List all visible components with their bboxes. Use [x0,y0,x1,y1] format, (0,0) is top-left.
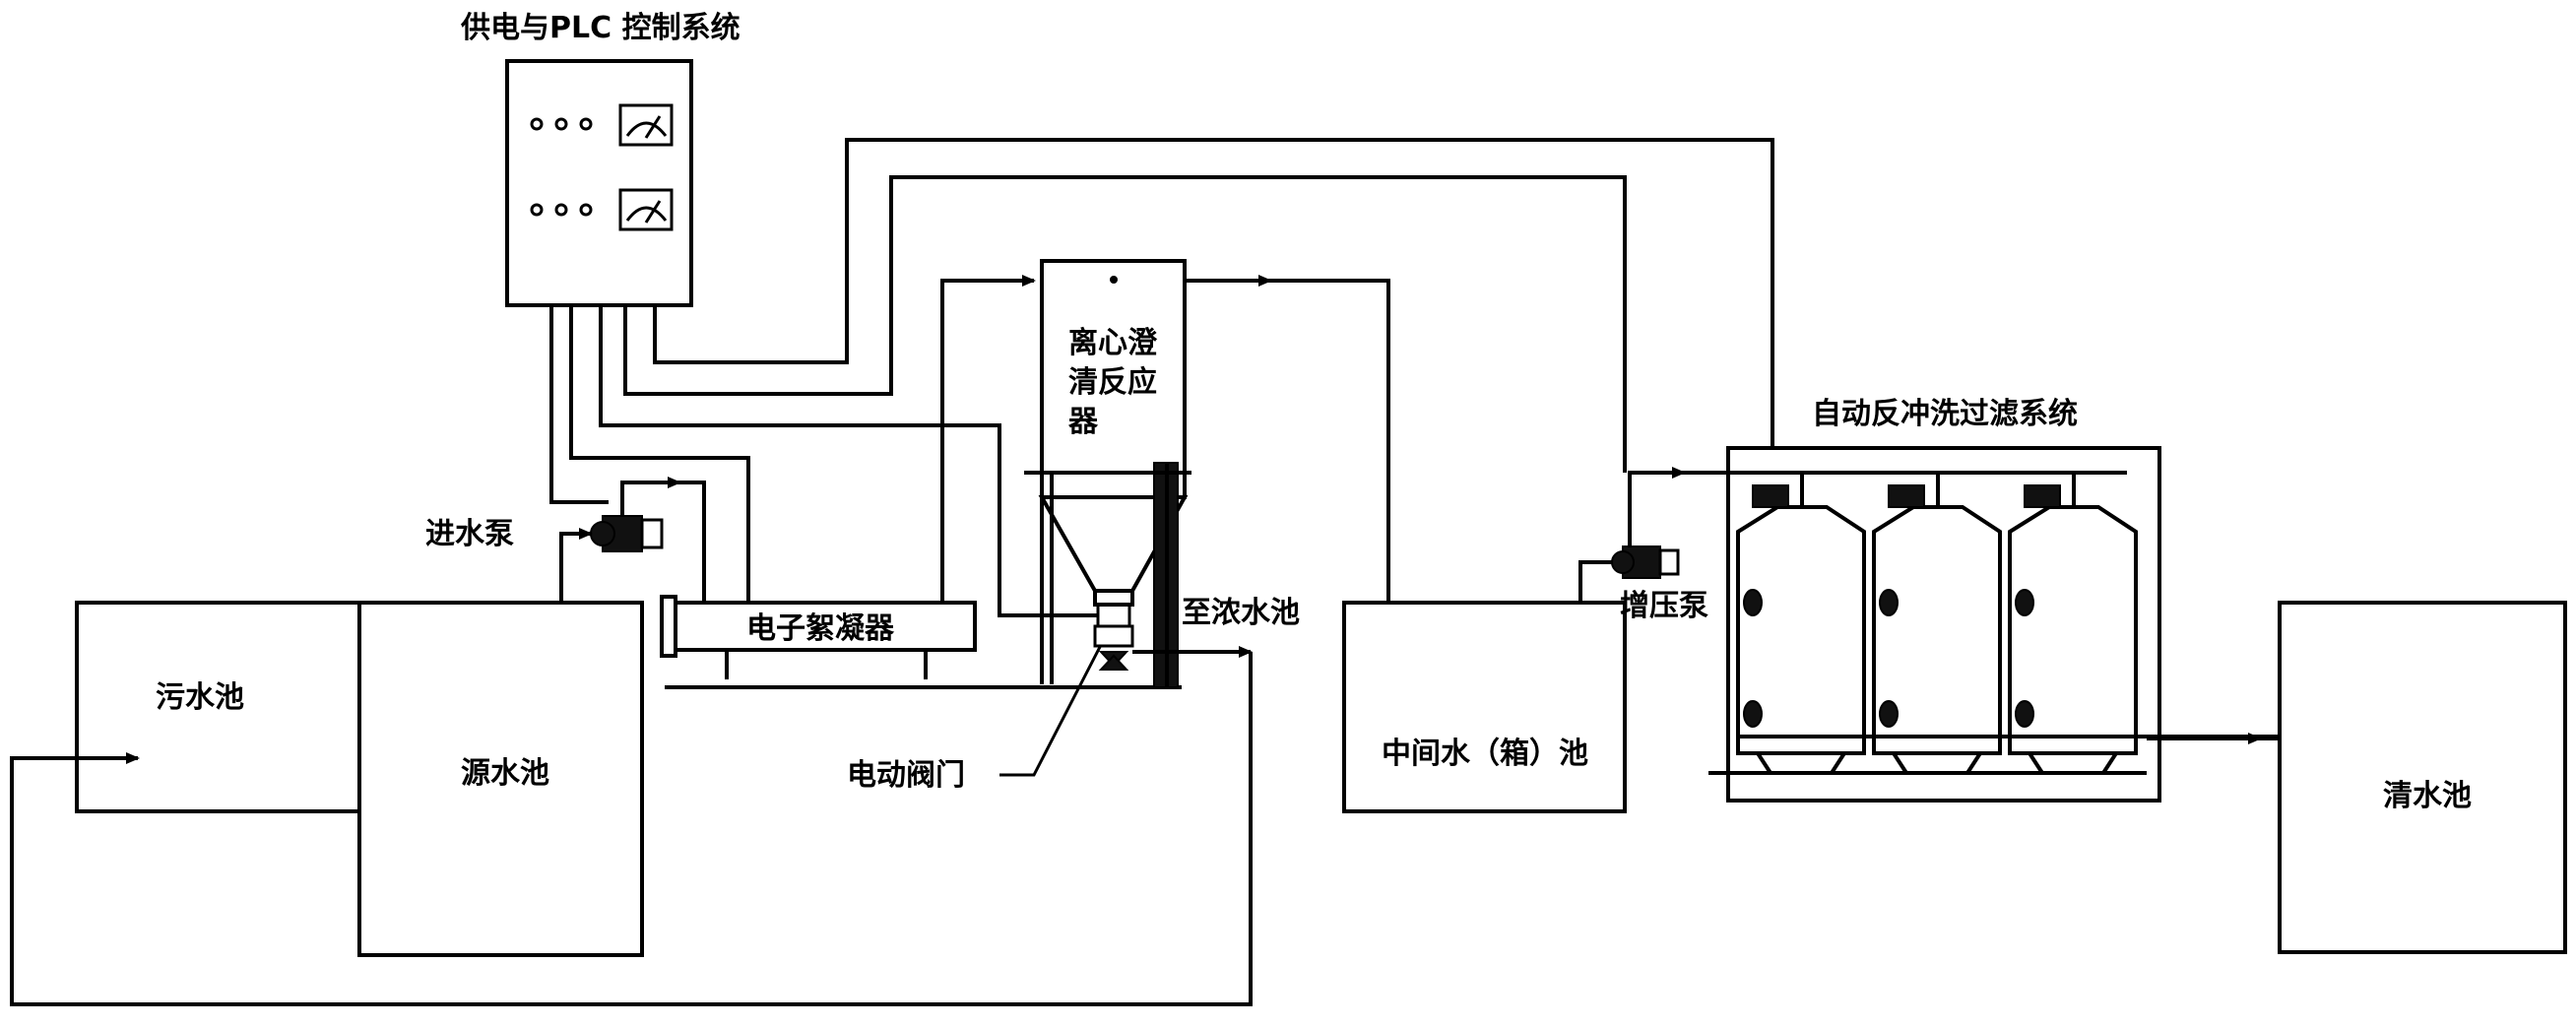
clean-water-pool-label: 清水池 [2383,779,2472,813]
reactor-label-line-3: 器 [1067,405,1099,439]
electric-valve [1093,603,1134,671]
booster-pump [1611,546,1680,579]
inlet-pump [590,515,664,552]
electric-valve-label: 电动阀门 [847,758,965,793]
electro-flocculator-label: 电子絮凝器 [746,611,895,646]
centrifugal-reactor: 离心澄 清反应 器 [1024,259,1191,688]
source-pool: 源水池 [357,601,644,957]
reactor-label-line-1: 离心澄 [1068,326,1158,360]
filter-tank-1 [1736,473,1866,775]
return-pipe [10,652,1253,1006]
indicator-lights-row-1 [530,117,593,131]
control-cables [549,138,1774,617]
sewage-pool-label: 污水池 [156,680,244,715]
source-pool-label: 源水池 [461,756,549,791]
meter-gauge-icon [618,188,674,231]
booster-to-filter-pipe [1628,467,1686,546]
to-sludge-pool-label: 至浓水池 [1182,596,1300,630]
flocculator-to-reactor-pipe [940,275,1036,603]
meter-gauge-icon [618,103,674,147]
intermediate-to-booster-pipe [1578,560,1613,603]
control-cabinet [505,59,693,307]
intermediate-pool-label: 中间水（箱）池 [1382,737,1588,771]
valve-label-leader [999,644,1103,777]
inlet-pipe-up [559,528,593,603]
reactor-label-line-2: 清反应 [1068,365,1157,400]
filter-system-label: 自动反冲洗过滤系统 [1812,397,2078,431]
intermediate-pool: 中间水（箱）池 [1342,601,1627,813]
filter-tank-3 [2008,473,2138,775]
indicator-lights-row-2 [530,203,593,217]
inlet-pump-label: 进水泵 [425,517,514,551]
clean-water-pool: 清水池 [2278,601,2567,954]
electro-flocculator: 电子絮凝器 [660,595,977,679]
control-system-label: 供电与PLC 控制系统 [460,11,741,45]
booster-pump-label: 增压泵 [1620,589,1708,623]
filter-tank-2 [1872,473,2002,775]
reactor-to-intermediate-pipe [1185,279,1390,603]
sewage-pool: 污水池 [75,601,361,813]
